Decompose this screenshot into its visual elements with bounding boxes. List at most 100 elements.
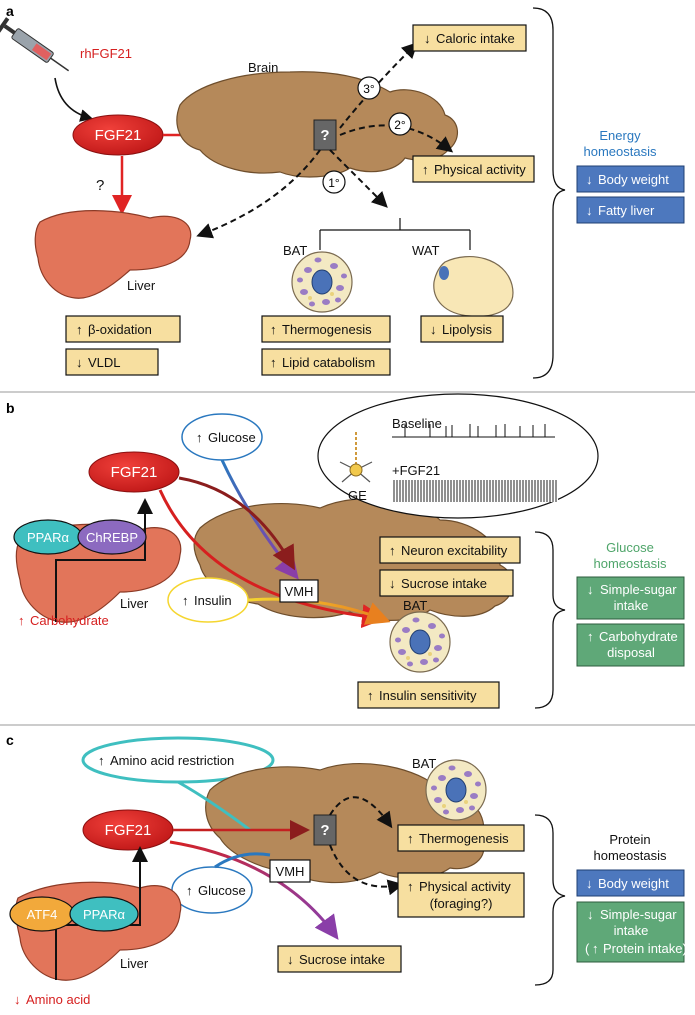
caloric-box: [412, 24, 527, 52]
lipolysis-label: Lipolysis: [442, 322, 492, 337]
sucrose-arrow-b: ↓: [389, 576, 396, 591]
liver-label-b: Liver: [120, 596, 149, 611]
ppara-oval-c: [69, 896, 139, 932]
neuron-arrow: ↑: [389, 543, 396, 558]
carbdisp-arrow: ↑: [587, 629, 594, 644]
vmh-box-b: [279, 579, 319, 603]
sugar-label-b-1: Simple-sugar: [600, 582, 677, 597]
fgf21-label-a: FGF21: [95, 127, 142, 144]
body-weight-box-a: [576, 165, 685, 193]
sucrose-label-c: Sucrose intake: [299, 952, 385, 967]
glucose-line-c: [214, 852, 271, 869]
ppara-label-b: PPARα: [27, 530, 69, 545]
insulin-sens-arrow: ↑: [367, 688, 374, 703]
protein-arrow: ↑: [592, 941, 599, 956]
order-2-circle: [388, 112, 412, 136]
glucose-title-1: Glucose: [606, 540, 654, 555]
unknown-target-mark: ?: [320, 127, 329, 144]
chrebp-oval: [77, 519, 147, 555]
arrow-adipose: [329, 149, 388, 208]
thermo-box-a: [261, 315, 391, 343]
insulin-sens-box: [357, 681, 500, 709]
thermo-label-c: Thermogenesis: [419, 831, 509, 846]
carb-label: Carbohydrate: [30, 613, 109, 628]
arrow-thermo-c: [329, 796, 393, 829]
physical-arrow-c: ↑: [407, 879, 414, 894]
lipolysis-box: [420, 315, 504, 343]
fgf21-to-sucrose-arrow: [169, 840, 339, 940]
body-weight-arrow-a: ↓: [586, 172, 593, 187]
physical-box: [412, 155, 535, 183]
vldl-label: VLDL: [88, 355, 121, 370]
sucrose-label-b: Sucrose intake: [401, 576, 487, 591]
baseline-spikes: [404, 424, 546, 437]
bat-label-c: BAT: [412, 756, 436, 771]
liver-label-a: Liver: [127, 278, 156, 293]
wat-nucleus: [439, 266, 449, 280]
physical-label-c-1: Physical activity: [419, 879, 511, 894]
liver-label-c: Liver: [120, 956, 149, 971]
unknown-target-box-c: [313, 814, 337, 846]
neuron-label: Neuron excitability: [401, 543, 508, 558]
fgf21-label-c: FGF21: [105, 822, 152, 839]
liver-question-mark: ?: [96, 177, 104, 194]
body-weight-label-c: Body weight: [598, 876, 669, 891]
vldl-arrow: ↓: [76, 355, 83, 370]
ge-label: GE: [348, 488, 367, 503]
aa-to-brain-line: [177, 780, 251, 832]
brain-illustration-c: [205, 763, 485, 884]
sucrose-box-c: [277, 945, 402, 973]
order-1-circle: [322, 170, 346, 194]
panel-b: b Baseline +FGF21: [6, 393, 685, 709]
bat-label-b: BAT: [403, 598, 427, 613]
physical-label-c-2: (foraging?): [430, 896, 493, 911]
glucose-arrow-b: ↑: [196, 430, 203, 445]
arrow-physical-c: [329, 844, 404, 896]
amino-label: Amino acid: [26, 992, 90, 1007]
order-3-label: 3°: [363, 82, 375, 96]
vmh-label-b: VMH: [285, 584, 314, 599]
fgf21-label-b: FGF21: [111, 464, 158, 481]
bat-label-a: BAT: [283, 243, 307, 258]
wat-label-a: WAT: [412, 243, 439, 258]
insulin-sens-label: Insulin sensitivity: [379, 688, 477, 703]
amino-arrow: ↓: [14, 992, 21, 1007]
sugar-box-b: [576, 576, 685, 620]
beta-arrow: ↑: [76, 322, 83, 337]
baseline-label: Baseline: [392, 416, 442, 431]
aa-restr-arrow: ↑: [98, 753, 105, 768]
vldl-box: [65, 348, 159, 376]
glucose-label-b: Glucose: [208, 430, 256, 445]
fatty-liver-box: [576, 196, 685, 224]
fgf21-oval-b: [88, 451, 180, 493]
glucose-label-c: Glucose: [198, 883, 246, 898]
thermo-arrow-c: ↑: [407, 831, 414, 846]
chrebp-label: ChREBP: [86, 530, 138, 545]
arrow-physical: [339, 124, 454, 153]
brain-label: Brain: [248, 60, 278, 75]
fatty-liver-label: Fatty liver: [598, 203, 655, 218]
thermo-arrow-a: ↑: [270, 322, 277, 337]
protein-paren: (: [585, 941, 590, 956]
insulin-label: Insulin: [194, 593, 232, 608]
sugar-label-b-2: intake: [614, 598, 649, 613]
rhfgf21-label: rhFGF21: [80, 46, 132, 61]
liver-illustration-a: [34, 210, 192, 299]
thermo-label-a: Thermogenesis: [282, 322, 372, 337]
energy-title-2: homeostasis: [584, 144, 657, 159]
lipid-label: Lipid catabolism: [282, 355, 375, 370]
carbdisp-label-2: disposal: [607, 645, 655, 660]
sugar-label-c-1: Simple-sugar: [600, 907, 677, 922]
order-2-label: 2°: [394, 118, 406, 132]
glucose-title-2: homeostasis: [594, 556, 667, 571]
lipid-arrow: ↑: [270, 355, 277, 370]
physical-label: Physical activity: [434, 162, 526, 177]
aa-restr-label: Amino acid restriction: [110, 753, 234, 768]
beta-box: [65, 315, 181, 343]
unknown-target-mark-c: ?: [320, 822, 329, 839]
panel-label-b: b: [6, 400, 15, 416]
panel-label-a: a: [6, 3, 14, 19]
arrow-liver: [196, 149, 321, 239]
ge-neuron-icon: [339, 432, 373, 483]
